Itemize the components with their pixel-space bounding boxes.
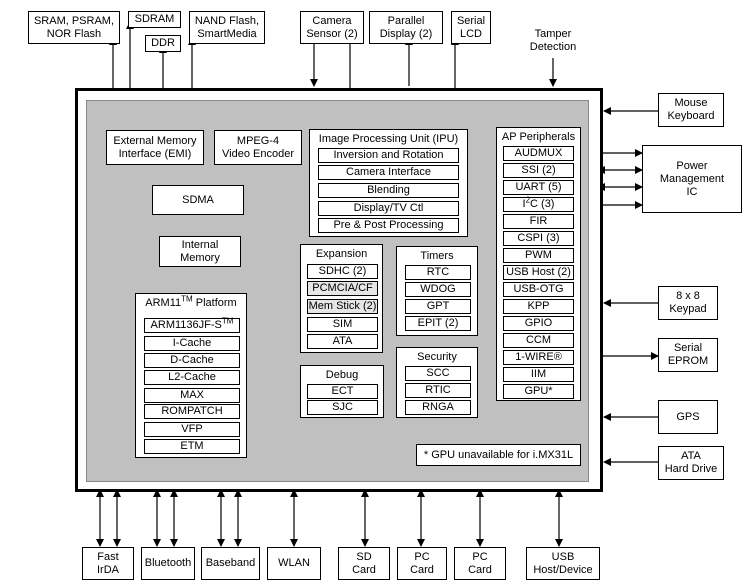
timers-item: WDOG xyxy=(405,282,471,297)
arm-item: VFP xyxy=(144,422,240,437)
bluetooth-box: Bluetooth xyxy=(141,547,195,580)
security-group: Security SCC RTIC RNGA xyxy=(396,347,478,418)
camera-sensor-box: Camera Sensor (2) xyxy=(300,11,364,44)
debug-item: ECT xyxy=(307,384,378,399)
expansion-title: Expansion xyxy=(315,248,368,260)
ap-title: AP Peripherals xyxy=(501,131,576,143)
timers-item: RTC xyxy=(405,265,471,280)
ipu-item: Inversion and Rotation xyxy=(318,148,459,163)
timers-group: Timers RTC WDOG GPT EPIT (2) xyxy=(396,246,478,336)
arm11-platform-group: ARM11TM Platform ARM1136JF-STM I-Cache D… xyxy=(135,293,247,458)
debug-group: Debug ECT SJC xyxy=(300,365,384,418)
sdma-block: SDMA xyxy=(152,185,244,215)
ap-item: AUDMUX xyxy=(503,146,574,161)
expansion-item: Mem Stick (2) xyxy=(307,299,378,314)
ap-item: 1-WIRE® xyxy=(503,350,574,365)
timers-item: EPIT (2) xyxy=(405,316,471,331)
debug-title: Debug xyxy=(325,369,359,381)
arm-item: ETM xyxy=(144,439,240,454)
ap-item: PWM xyxy=(503,248,574,263)
ap-item: FIR xyxy=(503,214,574,229)
arm11-title: ARM11TM Platform xyxy=(145,294,237,309)
security-title: Security xyxy=(417,351,457,363)
ap-item: SSI (2) xyxy=(503,163,574,178)
ap-item: USB Host (2) xyxy=(503,265,574,280)
ipu-item: Camera Interface xyxy=(318,165,459,180)
ddr-box: DDR xyxy=(145,35,181,52)
arm-item: MAX xyxy=(144,388,240,403)
fast-irda-box: Fast IrDA xyxy=(82,547,134,580)
expansion-group: Expansion SDHC (2) PCMCIA/CF Mem Stick (… xyxy=(300,244,383,353)
usb-host-device-box: USB Host/Device xyxy=(526,547,600,580)
ipu-item: Pre & Post Processing xyxy=(318,218,459,233)
ap-item-i2c: I2C (3) xyxy=(503,196,574,212)
internal-memory-block: Internal Memory xyxy=(159,236,241,267)
arm-item: L2-Cache xyxy=(144,370,240,385)
ata-hard-drive-box: ATA Hard Drive xyxy=(658,446,724,480)
power-management-ic-box: Power Management IC xyxy=(642,145,742,213)
emi-block: External Memory Interface (EMI) xyxy=(106,130,204,165)
pc-card-box-2: PC Card xyxy=(454,547,506,580)
ipu-item: Display/TV Ctl xyxy=(318,201,459,216)
arm-item: D-Cache xyxy=(144,353,240,368)
mouse-keyboard-box: Mouse Keyboard xyxy=(658,93,724,127)
security-item: RTIC xyxy=(405,383,471,398)
arm-core-item: ARM1136JF-STM xyxy=(144,317,240,333)
serial-lcd-box: Serial LCD xyxy=(451,11,491,44)
parallel-display-box: Parallel Display (2) xyxy=(369,11,443,44)
ipu-item: Blending xyxy=(318,183,459,198)
ap-item: GPU* xyxy=(503,384,574,399)
ipu-title: Image Processing Unit (IPU) xyxy=(318,133,459,145)
ap-item: CSPI (3) xyxy=(503,231,574,246)
sram-psram-nor-flash-box: SRAM, PSRAM, NOR Flash xyxy=(28,11,120,44)
timers-title: Timers xyxy=(420,250,454,262)
ap-item: CCM xyxy=(503,333,574,348)
timers-item: GPT xyxy=(405,299,471,314)
serial-eprom-box: Serial EPROM xyxy=(658,338,718,372)
expansion-item: PCMCIA/CF xyxy=(307,281,378,296)
nand-flash-smartmedia-box: NAND Flash, SmartMedia xyxy=(189,11,265,44)
ap-item: IIM xyxy=(503,367,574,382)
gpu-note: * GPU unavailable for i.MX31L xyxy=(416,444,581,466)
gps-box: GPS xyxy=(658,400,718,434)
wlan-box: WLAN xyxy=(267,547,321,580)
mpeg4-encoder-block: MPEG-4 Video Encoder xyxy=(214,130,302,165)
debug-item: SJC xyxy=(307,400,378,415)
ap-item: KPP xyxy=(503,299,574,314)
expansion-item: ATA xyxy=(307,334,378,349)
expansion-item: SDHC (2) xyxy=(307,264,378,279)
expansion-item: SIM xyxy=(307,317,378,332)
keypad-box: 8 x 8 Keypad xyxy=(658,286,718,320)
sd-card-box: SD Card xyxy=(338,547,390,580)
ap-peripherals-group: AP Peripherals AUDMUX SSI (2) UART (5) I… xyxy=(496,127,581,401)
arm-item: I-Cache xyxy=(144,336,240,351)
tamper-detection-label: Tamper Detection xyxy=(529,28,577,53)
ap-item: GPIO xyxy=(503,316,574,331)
security-item: SCC xyxy=(405,366,471,381)
security-item: RNGA xyxy=(405,400,471,415)
baseband-box: Baseband xyxy=(201,547,260,580)
pc-card-box-1: PC Card xyxy=(397,547,447,580)
ap-item: USB-OTG xyxy=(503,282,574,297)
arm-item: ROMPATCH xyxy=(144,404,240,419)
ipu-group: Image Processing Unit (IPU) Inversion an… xyxy=(309,129,468,237)
ap-item: UART (5) xyxy=(503,180,574,195)
sdram-box: SDRAM xyxy=(128,11,181,28)
